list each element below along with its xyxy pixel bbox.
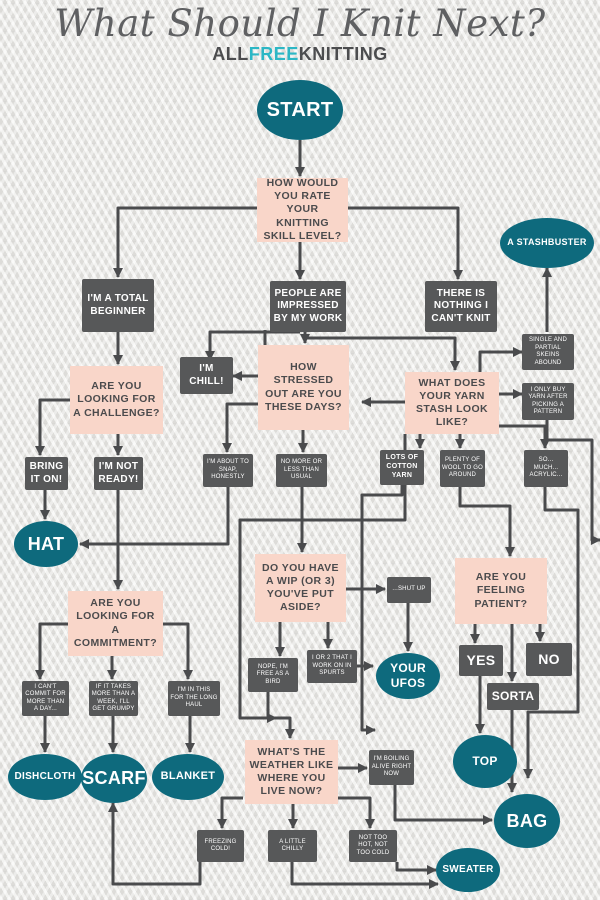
edge-nottoo-sweater xyxy=(395,862,438,876)
edge-impressed-left xyxy=(204,330,300,362)
brand-part-free: FREE xyxy=(248,44,299,64)
edge-snap-hat xyxy=(78,487,230,550)
edge-stressed-snap xyxy=(221,402,258,454)
outcome-hat: HAT xyxy=(14,521,78,567)
answer-freezing-cold: FREEZING COLD! xyxy=(197,830,244,862)
edge-challenge-bring xyxy=(34,398,70,457)
edge-chilly-sweater xyxy=(290,862,440,890)
outcome-blanket: BLANKET xyxy=(152,754,224,800)
edge-skill-nothing xyxy=(348,206,464,281)
answer-not-too-hot: NOT TOO HOT, NOT TOO COLD xyxy=(349,830,397,862)
question-wip: DO YOU HAVE A WIP (OR 3) YOU'VE PUT ASID… xyxy=(255,554,346,622)
outcome-stashbuster: A STASHBUSTER xyxy=(500,218,594,268)
answer-not-ready: I'M NOT READY! xyxy=(94,457,143,490)
answer-yes: YES xyxy=(459,645,503,676)
edge-nope-weather xyxy=(266,692,296,740)
edge-stash-acrylic xyxy=(499,424,551,450)
brand-part-knitting: KNITTING xyxy=(298,44,388,64)
answer-chill: I'M CHILL! xyxy=(180,357,233,394)
question-challenge: ARE YOU LOOKING FOR A CHALLENGE? xyxy=(70,366,163,434)
answer-work-in-spurts: I OR 2 THAT I WORK ON IN SPURTS xyxy=(307,650,357,683)
outcome-sweater: SWEATER xyxy=(436,848,500,892)
brand-part-all: ALL xyxy=(212,44,249,64)
edge-cotton-weather xyxy=(360,485,404,736)
edge-weather-nottoo xyxy=(338,796,376,830)
answer-single-partial-skeins: SINGLE AND PARTIAL SKEINS ABOUND xyxy=(522,334,574,370)
answer-little-chilly: A LITTLE CHILLY xyxy=(268,830,317,862)
question-yarn-stash: WHAT DOES YOUR YARN STASH LOOK LIKE? xyxy=(405,372,499,434)
edge-stash-weather-loop xyxy=(238,434,407,724)
outcome-top: TOP xyxy=(453,735,517,788)
question-skill-level: HOW WOULD YOU RATE YOUR KNITTING SKILL L… xyxy=(257,177,348,242)
outcome-bag: BAG xyxy=(494,794,560,848)
outcome-scarf: SCARF xyxy=(81,754,147,803)
answer-shut-up: ...SHUT UP xyxy=(387,577,431,603)
question-weather: WHAT'S THE WEATHER LIKE WHERE YOU LIVE N… xyxy=(245,740,338,804)
brand-logo: ALLFREEKNITTING xyxy=(0,44,600,65)
answer-no: NO xyxy=(526,643,572,676)
edge-wool-patient xyxy=(458,487,516,558)
edge-stash-single xyxy=(478,346,524,372)
answer-more-than-a-week: IF IT TAKES MORE THAN A WEEK, I'LL GET G… xyxy=(89,681,138,716)
page-title: What Should I Knit Next? xyxy=(54,2,546,45)
outcome-dishcloth: DISHCLOTH xyxy=(8,754,82,800)
answer-only-buy-after-pattern: I ONLY BUY YARN AFTER PICKING A PATTERN xyxy=(522,383,574,420)
question-stressed: HOW STRESSED OUT ARE YOU THESE DAYS? xyxy=(258,345,349,430)
answer-free-as-a-bird: NOPE, I'M FREE AS A BIRD xyxy=(248,658,298,692)
start-node: START xyxy=(257,80,343,140)
answer-long-haul: I'M IN THIS FOR THE LONG HAUL xyxy=(168,681,220,716)
edge-acrylic-bag xyxy=(522,487,580,780)
answer-total-beginner: I'M A TOTAL BEGINNER xyxy=(82,279,154,332)
answer-plenty-of-wool: PLENTY OF WOOL TO GO AROUND xyxy=(440,450,485,487)
edge-boiling-bag xyxy=(393,785,494,826)
outcome-your-ufos: YOUR UFOS xyxy=(376,653,440,699)
answer-cant-commit: I CAN'T COMMIT FOR MORE THAN A DAY... xyxy=(22,681,69,716)
edge-weather-freezing xyxy=(216,796,243,830)
edge-commit-cant xyxy=(34,622,68,681)
answer-sorta: SORTA xyxy=(487,683,539,710)
edge-skill-beginner xyxy=(112,206,257,279)
answer-bring-it-on: BRING IT ON! xyxy=(25,457,68,490)
answer-nothing-cant-knit: THERE IS NOTHING I CAN'T KNIT xyxy=(425,281,497,332)
answer-boiling-alive: I'M BOILING ALIVE RIGHT NOW xyxy=(369,750,414,785)
answer-people-impressed: PEOPLE ARE IMPRESSED BY MY WORK xyxy=(270,281,346,332)
edge-commit-long xyxy=(163,622,194,681)
question-commitment: ARE YOU LOOKING FOR A COMMITMENT? xyxy=(68,591,163,656)
answer-no-more-or-less: NO MORE OR LESS THAN USUAL xyxy=(276,454,327,487)
edge-impressed-stash xyxy=(305,336,461,372)
edge-onlybuy-top xyxy=(545,420,600,546)
edge-freezing-scarf xyxy=(107,801,202,886)
answer-lots-of-cotton: LOTS OF COTTON YARN xyxy=(380,450,424,485)
answer-so-much-acrylic: SO... MUCH... ACRYLIC... xyxy=(524,450,568,487)
answer-about-to-snap: I'M ABOUT TO SNAP, HONESTLY xyxy=(203,454,253,487)
question-patient: ARE YOU FEELING PATIENT? xyxy=(455,558,547,624)
